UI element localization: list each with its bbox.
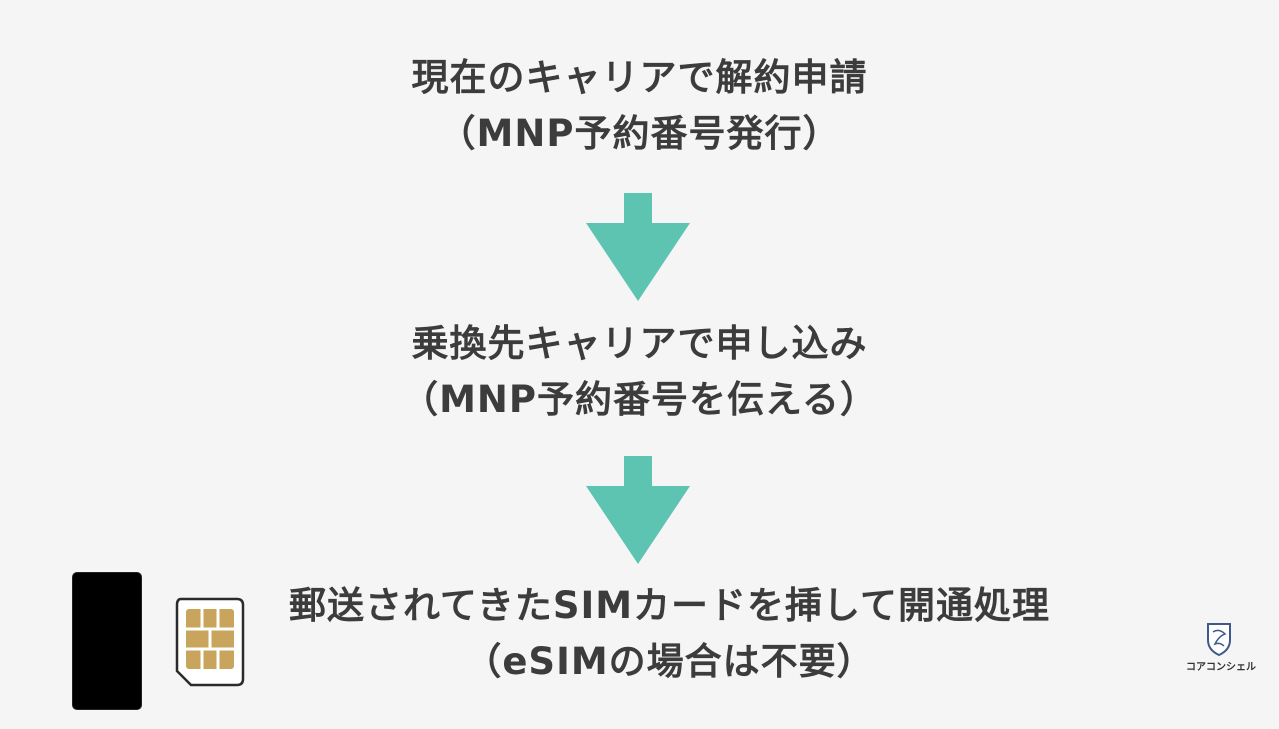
down-arrow-icon xyxy=(586,456,690,564)
step-2-title: 乗換先キャリアで申し込み xyxy=(411,322,868,365)
shield-logo-icon xyxy=(1207,623,1231,656)
sim-card-icon xyxy=(175,597,245,687)
brand-logo: コアコンシェル xyxy=(1186,622,1256,688)
down-arrow-icon xyxy=(586,193,690,301)
step-1-subtitle: （MNP予約番号発行） xyxy=(438,112,841,155)
step-2-text: 乗換先キャリアで申し込み （MNP予約番号を伝える） xyxy=(0,316,1279,428)
step-3-text: 郵送されてきたSIMカードを挿して開通処理 （eSIMの場合は不要） xyxy=(60,578,1279,690)
step-1-text: 現在のキャリアで解約申請 （MNP予約番号発行） xyxy=(0,50,1279,162)
step-3-title: 郵送されてきたSIMカードを挿して開通処理 xyxy=(289,584,1050,627)
step-1-title: 現在のキャリアで解約申請 xyxy=(411,56,868,99)
brand-name: コアコンシェル xyxy=(1186,662,1256,673)
step-3-subtitle: （eSIMの場合は不要） xyxy=(464,640,875,683)
step-2-subtitle: （MNP予約番号を伝える） xyxy=(401,378,878,421)
smartphone-icon xyxy=(73,573,141,709)
